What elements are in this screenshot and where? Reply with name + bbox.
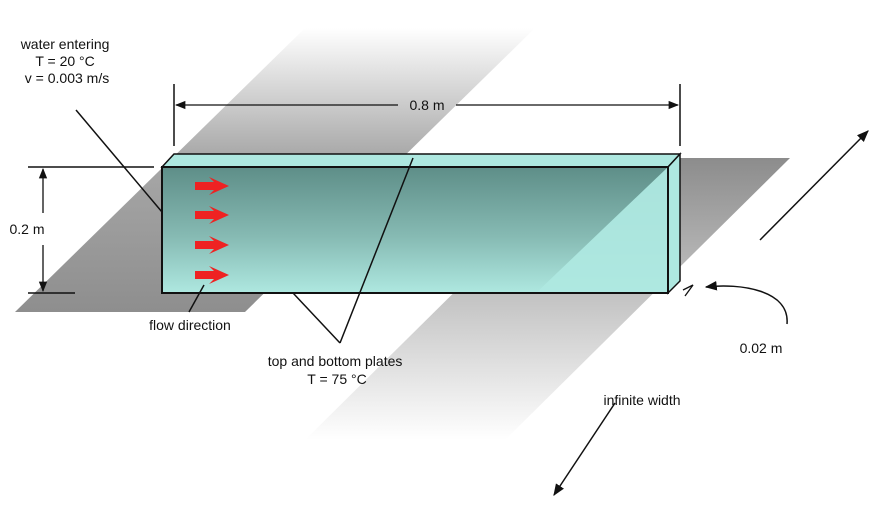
channel-top-face — [160, 153, 682, 168]
channel-right-face — [667, 152, 681, 295]
flow-arrow-icon — [195, 206, 229, 224]
length-label: 0.8 m — [409, 97, 444, 113]
height-label: 0.2 m — [9, 221, 44, 237]
flow-arrow-icon — [195, 236, 229, 254]
water-entering-temperature: T = 20 °C — [35, 53, 94, 69]
channel-front-outline — [161, 166, 669, 294]
water-entering-velocity: v = 0.003 m/s — [25, 70, 109, 86]
gap-leader — [704, 280, 788, 325]
flow-direction-leader — [188, 284, 205, 313]
width-dimension-up — [759, 130, 869, 241]
flow-arrow-icon — [195, 266, 229, 284]
plates-label: top and bottom plates T = 75 °C — [268, 353, 407, 387]
water-entering-line1: water entering — [20, 36, 110, 52]
channel-end-face-highlight — [536, 167, 668, 293]
plates-temperature: T = 75 °C — [307, 371, 366, 387]
plates-label-line1: top and bottom plates — [268, 353, 403, 369]
gap-tick — [682, 284, 694, 297]
plates-leader-bottom — [292, 292, 341, 344]
plates-leader-top — [339, 157, 414, 344]
gap-label: 0.02 m — [740, 340, 783, 356]
flow-arrows — [195, 177, 229, 284]
flow-direction-label: flow direction — [149, 317, 231, 333]
width-dimension-down — [553, 402, 616, 497]
water-entering-leader — [75, 109, 163, 213]
width-label: infinite width — [603, 392, 680, 408]
water-entering-label: water entering T = 20 °C v = 0.003 m/s — [20, 36, 114, 86]
flow-arrow-icon — [195, 177, 229, 195]
